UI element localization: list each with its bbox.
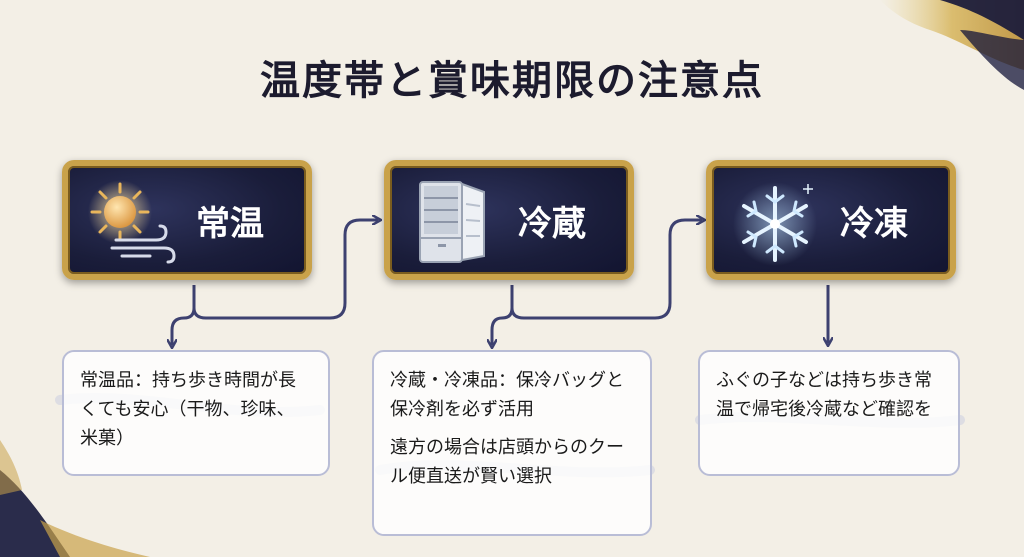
stage-label: 冷凍 bbox=[840, 204, 908, 244]
stage-card-room-temp: 常温 bbox=[62, 160, 312, 280]
snowflake-icon bbox=[733, 182, 817, 266]
note-refrigerated: 冷蔵・冷凍品：保冷バッグと保冷剤を必ず活用 遠方の場合は店頭からのクール便直送が… bbox=[372, 350, 652, 536]
stage-label: 常温 bbox=[196, 204, 264, 244]
stage-card-frozen: 冷凍 bbox=[706, 160, 956, 280]
refrigerator-icon bbox=[419, 181, 485, 263]
sun-wind-icon bbox=[88, 180, 176, 264]
note-room-temp: 常温品：持ち歩き時間が長くても安心（干物、珍味、米菓） bbox=[62, 350, 330, 476]
note-frozen: ふぐの子などは持ち歩き常温で帰宅後冷蔵など確認を bbox=[698, 350, 960, 476]
note-text: 遠方の場合は店頭からのクール便直送が賢い選択 bbox=[390, 437, 624, 487]
stage-label: 冷蔵 bbox=[518, 204, 586, 244]
note-text: ふぐの子などは持ち歩き常温で帰宅後冷蔵など確認を bbox=[716, 370, 932, 420]
stage-card-refrigerated: 冷蔵 bbox=[384, 160, 634, 280]
page-title: 温度帯と賞味期限の注意点 bbox=[260, 57, 764, 104]
note-text: 冷蔵・冷凍品：保冷バッグと保冷剤を必ず活用 bbox=[390, 370, 624, 420]
note-text: 常温品：持ち歩き時間が長くても安心（干物、珍味、米菓） bbox=[80, 370, 296, 449]
